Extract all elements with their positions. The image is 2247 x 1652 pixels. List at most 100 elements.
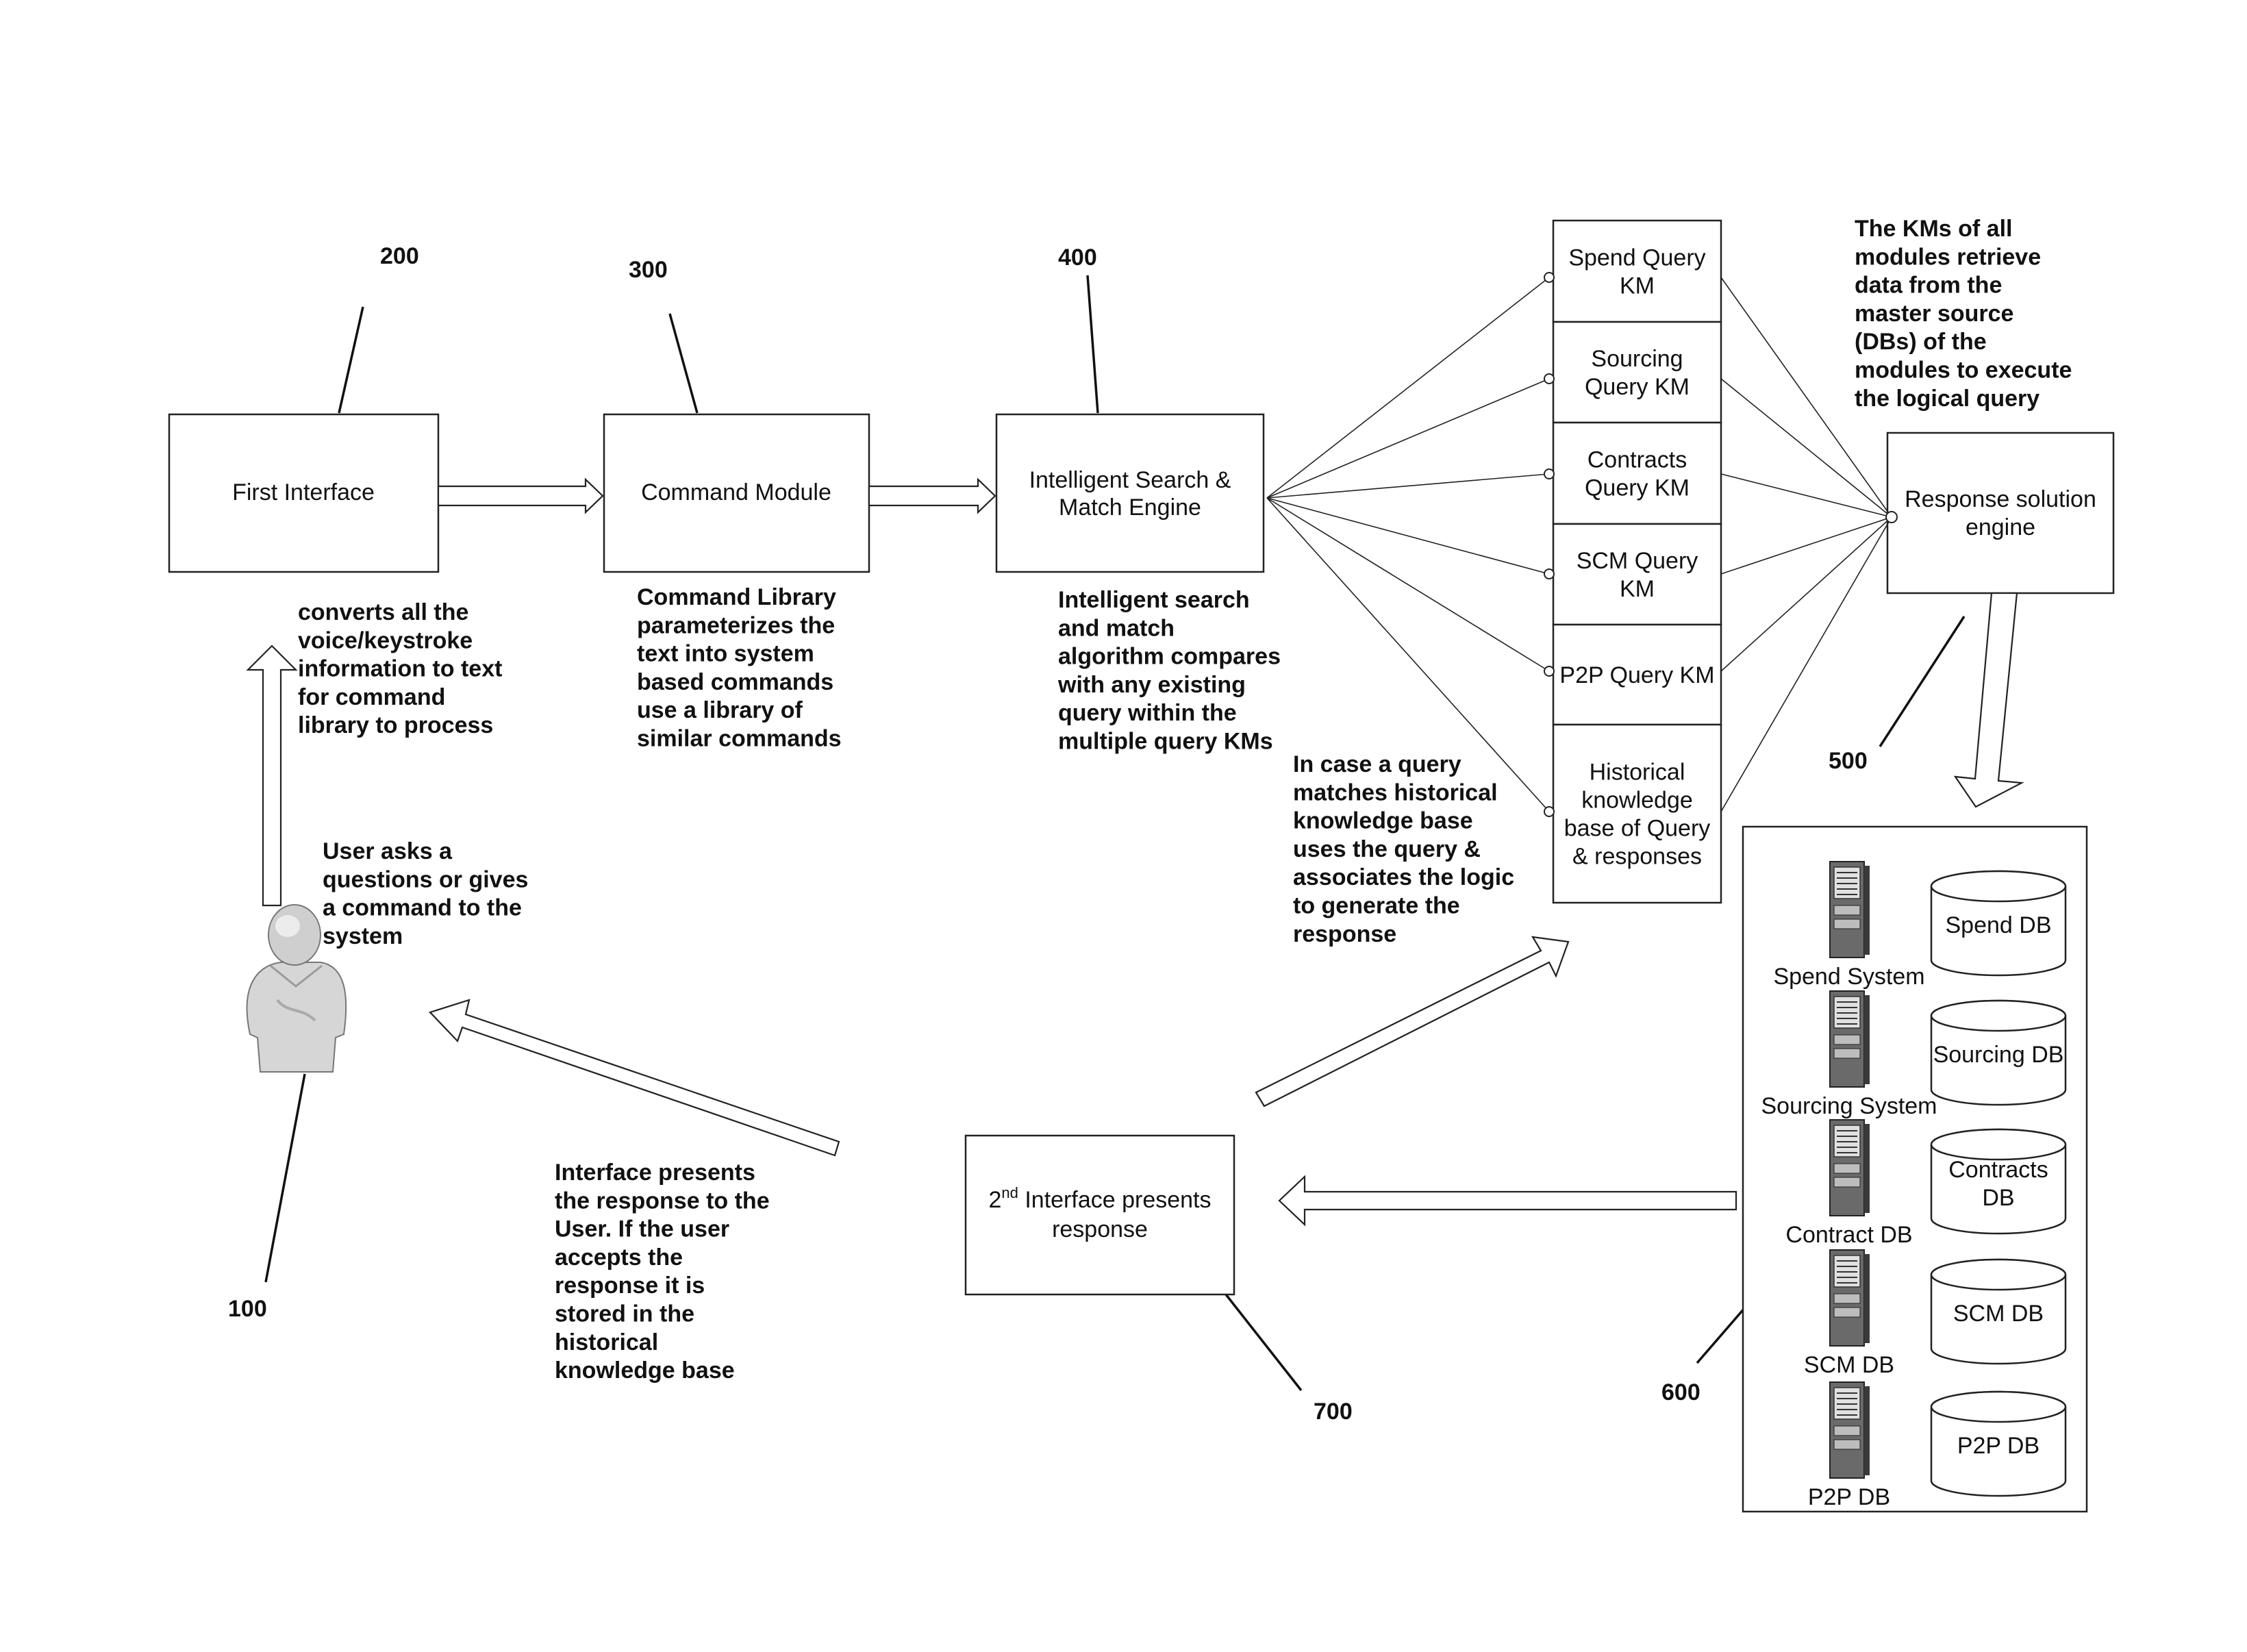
km-connector-dot-3 — [1544, 569, 1554, 579]
leader-500 — [1880, 616, 1964, 747]
note-historical-line-1: matches historical — [1293, 779, 1498, 805]
km-box-4-line-0: P2P Query KM — [1559, 662, 1714, 688]
note-convert-line-2: information to text — [298, 656, 502, 682]
leader-300 — [670, 314, 697, 413]
km-connector-dot-4 — [1544, 666, 1554, 676]
response-solution-engine-box — [1887, 433, 2113, 593]
km-connector-dot-5 — [1544, 807, 1554, 816]
engine-to-km-line-2 — [1267, 474, 1549, 498]
km-box-3 — [1553, 524, 1721, 625]
note-present-line-2: User. If the user — [555, 1216, 729, 1242]
km-box-5 — [1553, 725, 1721, 903]
db-label-0-0: Spend DB — [1946, 912, 2052, 938]
first-interface-label: First Interface — [232, 479, 375, 505]
command-module-label: Command Module — [641, 479, 831, 505]
note-kms-line-4: (DBs) of the — [1855, 329, 1987, 355]
note-ism-line-5: multiple query KMs — [1058, 729, 1273, 755]
arrow-first-to-command — [438, 479, 603, 512]
note-user-line-2: a command to the — [323, 895, 522, 921]
km-box-2-line-0: Contracts — [1587, 447, 1687, 473]
note-historical-line-4: associates the logic — [1293, 864, 1514, 890]
note-convert-line-1: voice/keystroke — [298, 627, 473, 653]
km-box-1 — [1553, 322, 1721, 423]
note-present-line-1: the response to the — [555, 1188, 770, 1214]
note-kms-line-3: master source — [1855, 301, 2013, 327]
engine-to-km-line-0 — [1267, 277, 1549, 498]
note-user-line-3: system — [323, 923, 403, 949]
km-box-1-line-0: Sourcing — [1591, 346, 1683, 372]
km-to-response-line-3 — [1721, 517, 1892, 574]
note-ism-line-3: with any existing — [1057, 672, 1246, 698]
server-icon-4 — [1830, 1382, 1870, 1478]
arrow-user-to-first-interface — [248, 646, 296, 905]
db-label-2-1: DB — [1982, 1185, 2014, 1211]
response-connector-dot — [1886, 512, 1897, 523]
db-label-2-0: Contracts — [1948, 1157, 2048, 1183]
note-ism-line-1: and match — [1058, 615, 1175, 641]
ref-200: 200 — [380, 243, 419, 269]
search-match-engine-label-2: Match Engine — [1059, 495, 1201, 521]
note-convert-line-3: for command — [298, 684, 445, 710]
leader-200 — [339, 307, 363, 413]
note-user-line-1: questions or gives — [323, 866, 528, 892]
km-box-5-line-2: base of Query — [1564, 816, 1711, 842]
server-icon-3 — [1830, 1250, 1870, 1346]
km-to-response-line-4 — [1721, 517, 1892, 671]
ref-700: 700 — [1314, 1399, 1353, 1425]
km-box-5-line-3: & responses — [1572, 844, 1702, 870]
note-ism-line-0: Intelligent search — [1058, 587, 1250, 613]
note-historical-line-2: knowledge base — [1293, 808, 1473, 834]
query-km-stack: Spend QueryKMSourcingQuery KMContractsQu… — [1553, 221, 1721, 903]
arrow-second-interface-to-user — [430, 1000, 839, 1155]
note-user-line-0: User asks a — [323, 838, 453, 864]
arrow-databases-to-second-interface — [1279, 1177, 1736, 1225]
note-cmdlib-line-4: use a library of — [637, 697, 803, 723]
db-label-4-0: P2P DB — [1957, 1433, 2039, 1459]
ref-400: 400 — [1058, 245, 1097, 271]
note-cmdlib-line-5: similar commands — [637, 726, 842, 752]
response-engine-label-1: Response solution — [1905, 486, 2096, 512]
search-match-engine-box — [996, 414, 1264, 572]
km-box-2-line-1: Query KM — [1585, 475, 1690, 501]
arrow-command-to-engine — [869, 479, 995, 512]
note-ism-line-2: algorithm compares — [1058, 644, 1281, 670]
db-label-3-0: SCM DB — [1953, 1301, 2044, 1327]
km-box-0-line-1: KM — [1620, 273, 1655, 299]
note-historical-line-5: to generate the — [1293, 893, 1460, 919]
km-box-5-line-1: knowledge — [1581, 788, 1693, 814]
note-kms-line-2: data from the — [1855, 273, 2002, 299]
note-present-line-0: Interface presents — [555, 1160, 755, 1186]
leader-100 — [266, 1074, 305, 1282]
note-historical-line-3: uses the query & — [1293, 836, 1481, 862]
km-box-3-line-0: SCM Query — [1577, 548, 1698, 574]
engine-to-km-line-4 — [1267, 498, 1549, 671]
km-box-3-line-1: KM — [1620, 576, 1655, 602]
server-icon-0 — [1830, 862, 1870, 958]
note-kms-line-6: the logical query — [1855, 386, 2039, 412]
ref-300: 300 — [629, 257, 668, 283]
second-interface-box — [966, 1136, 1234, 1294]
note-present-line-4: response it is — [555, 1273, 705, 1299]
leader-400 — [1088, 275, 1098, 413]
server-label-4: P2P DB — [1808, 1484, 1890, 1510]
server-label-2: Contract DB — [1785, 1222, 1912, 1248]
km-box-0 — [1553, 221, 1721, 322]
ref-100: 100 — [228, 1296, 267, 1322]
note-cmdlib-line-2: text into system — [637, 641, 814, 667]
km-box-5-line-0: Historical — [1590, 760, 1685, 786]
note-historical-line-0: In case a query — [1293, 751, 1461, 777]
note-present-line-6: historical — [555, 1329, 658, 1355]
note-cmdlib-line-0: Command Library — [637, 584, 836, 610]
note-present-line-5: stored in the — [555, 1301, 694, 1327]
server-label-3: SCM DB — [1804, 1352, 1894, 1378]
server-icon-1 — [1830, 991, 1870, 1087]
note-cmdlib-line-3: based commands — [637, 669, 833, 695]
search-match-engine-label-1: Intelligent Search & — [1029, 467, 1231, 493]
km-box-2 — [1553, 423, 1721, 524]
note-historical-line-6: response — [1293, 921, 1396, 947]
note-kms-line-0: The KMs of all — [1855, 216, 2012, 242]
note-cmdlib-line-1: parameterizes the — [637, 612, 835, 638]
km-connector-dot-1 — [1544, 374, 1554, 384]
note-kms-line-5: modules to execute — [1855, 358, 2072, 384]
note-kms-line-1: modules retrieve — [1855, 244, 2041, 270]
